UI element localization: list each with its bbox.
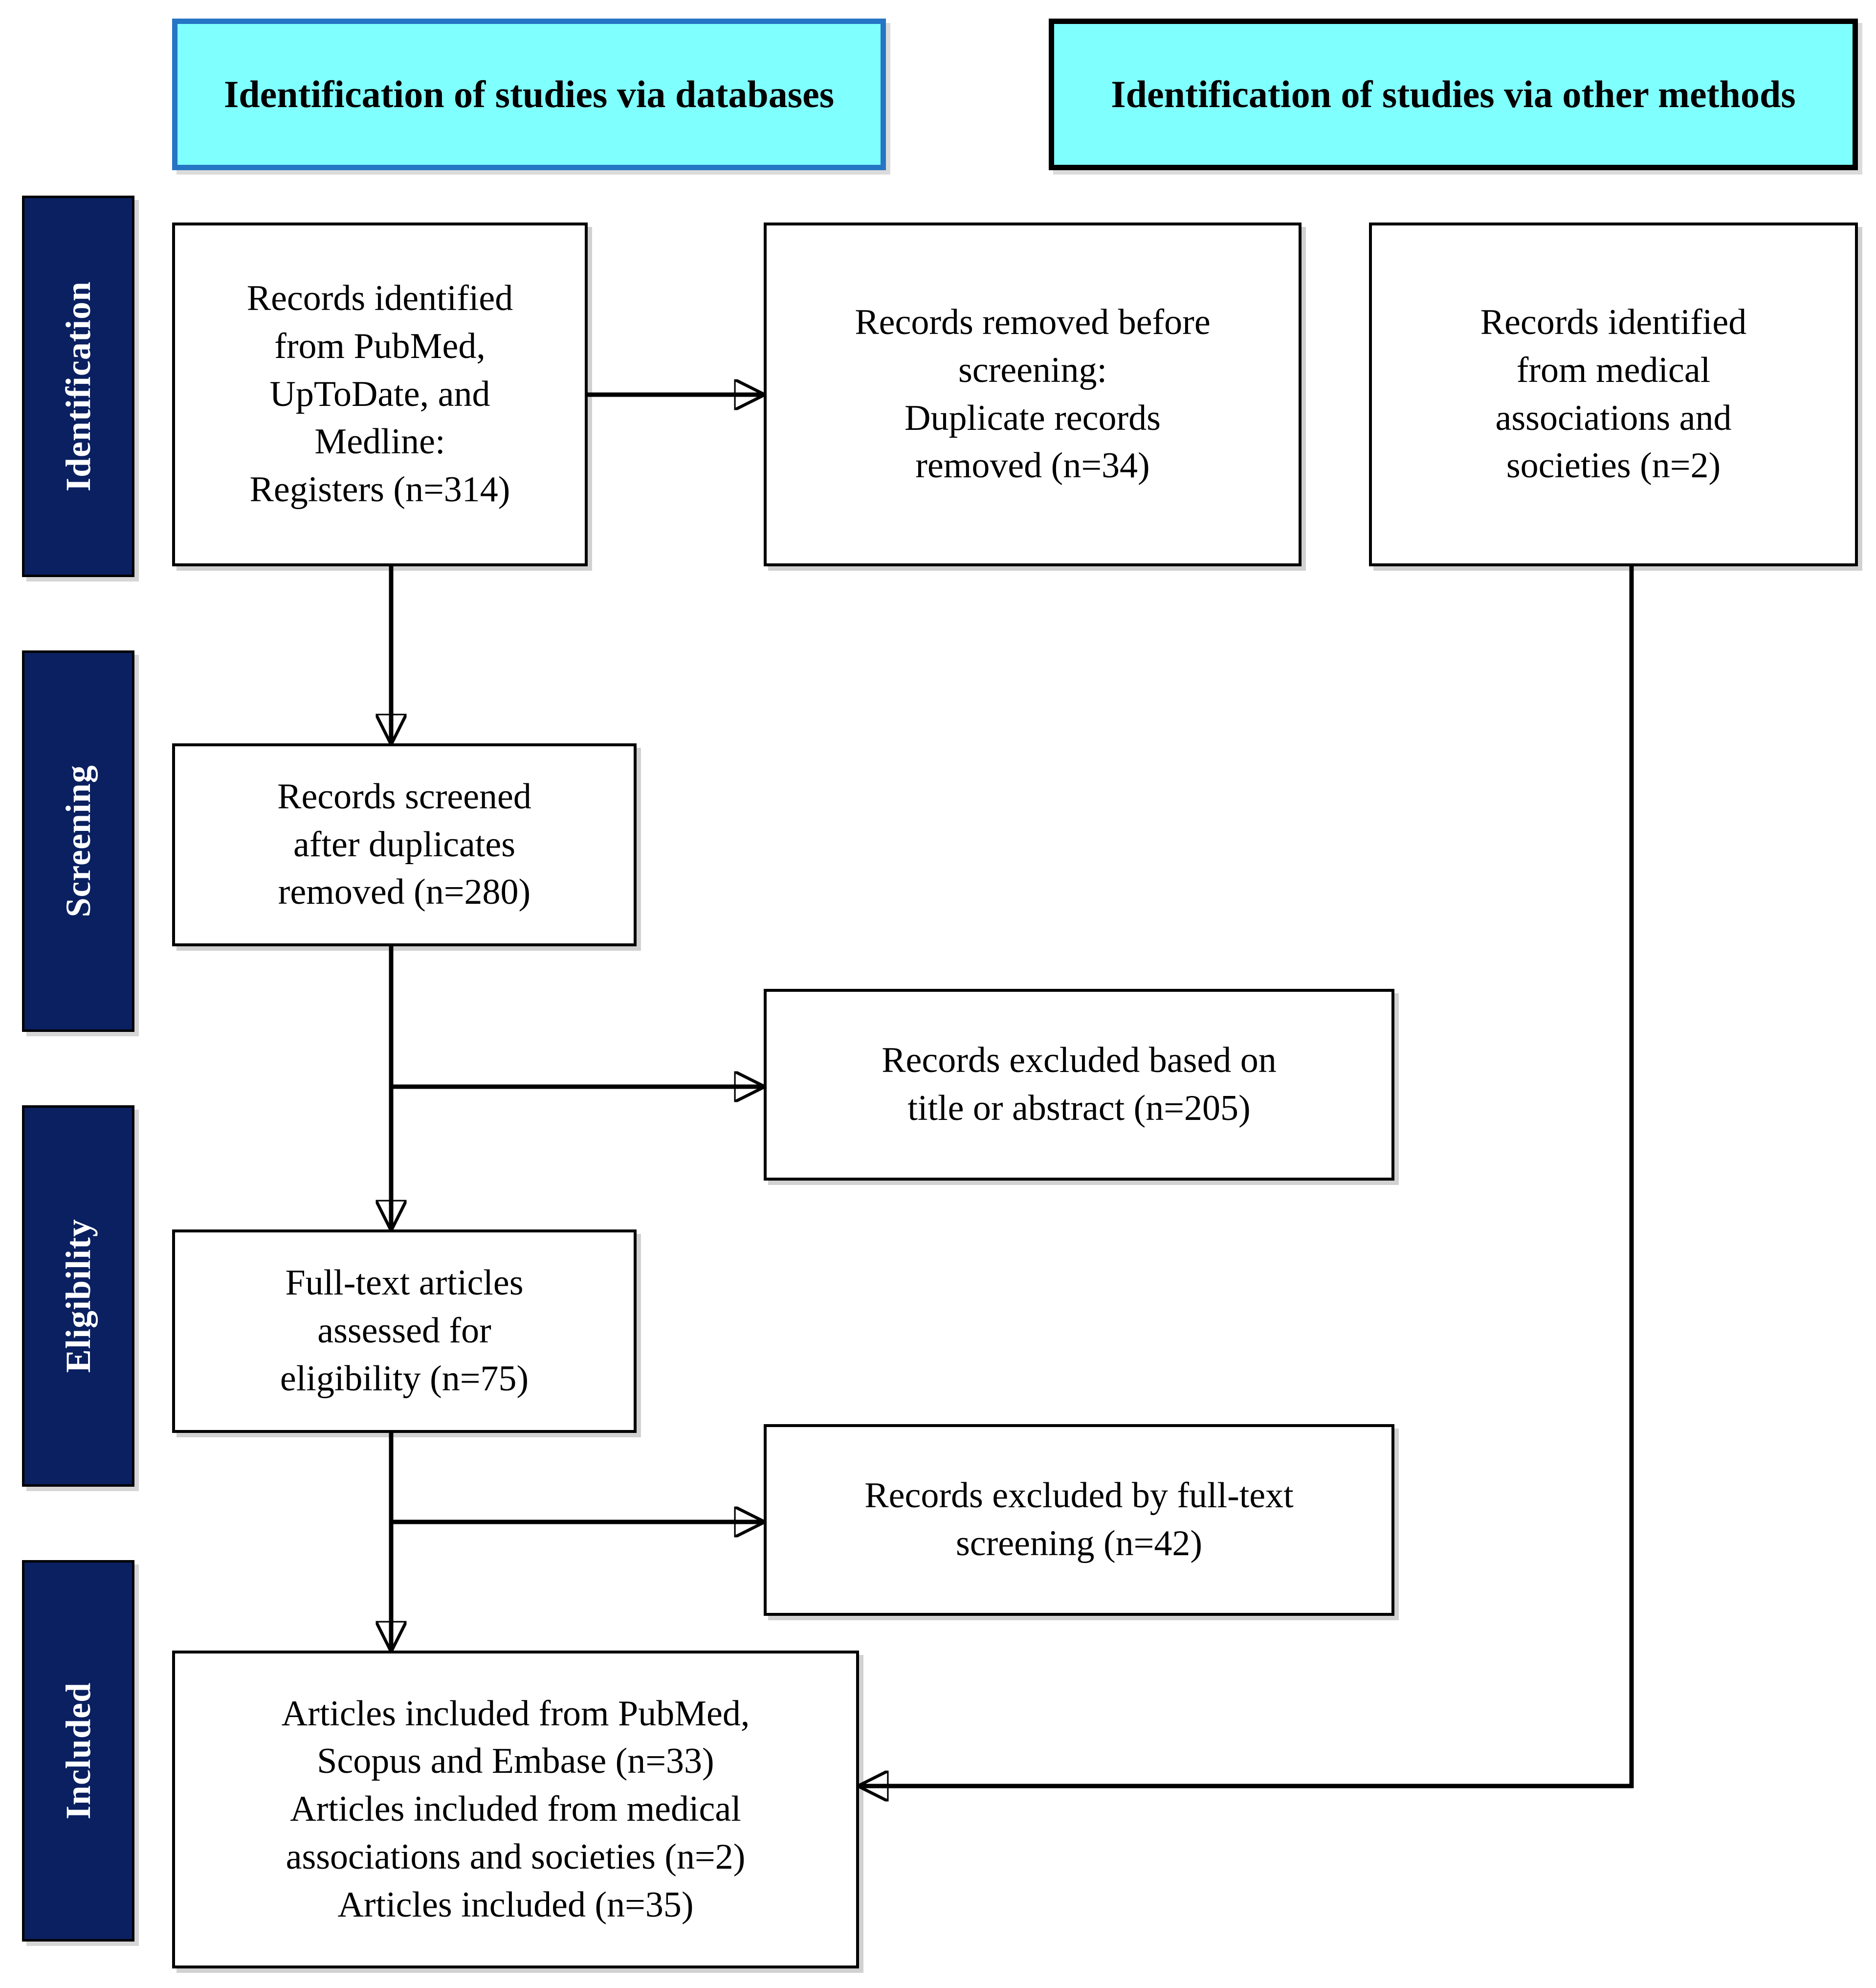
header-other-methods-label: Identification of studies via other meth… [1111,72,1796,115]
box-fulltext-articles-assessed: Full-text articles assessed for eligibil… [172,1229,637,1433]
box-records-screened: Records screened after duplicates remove… [172,743,637,946]
header-databases-label: Identification of studies via databases [223,72,835,115]
box-records-excluded-fulltext-text: Records excluded by full-text screening … [864,1475,1294,1564]
box-records-identified-other-methods-text: Records identified from medical associat… [1480,302,1747,486]
box-records-identified-databases-text: Records identified from PubMed, UpToDate… [246,278,513,510]
box-records-identified-other-methods: Records identified from medical associat… [1369,223,1858,566]
box-records-removed-before-screening-text: Records removed before screening: Duplic… [855,302,1211,486]
stage-label-screening: Screening [22,650,134,1032]
stage-label-identification: Identification [22,196,134,577]
connector-fulltext-to-excluded-and-included [391,1433,764,1651]
box-records-excluded-fulltext: Records excluded by full-text screening … [764,1424,1394,1616]
header-identification-databases: Identification of studies via databases [172,19,886,170]
stage-label-eligibility: Eligibility [22,1105,134,1487]
box-articles-included-text: Articles included from PubMed, Scopus an… [281,1693,750,1925]
box-records-screened-text: Records screened after duplicates remove… [277,776,531,913]
box-records-excluded-title-abstract-text: Records excluded based on title or abstr… [882,1040,1277,1128]
box-records-removed-before-screening: Records removed before screening: Duplic… [764,223,1302,566]
stage-label-screening-text: Screening [58,765,98,917]
header-identification-other-methods: Identification of studies via other meth… [1049,19,1858,170]
stage-label-identification-text: Identification [58,281,98,491]
box-articles-included: Articles included from PubMed, Scopus an… [172,1651,859,1968]
connector-screened-to-excluded-title [391,946,764,1229]
box-records-excluded-title-abstract: Records excluded based on title or abstr… [764,989,1394,1181]
box-fulltext-articles-assessed-text: Full-text articles assessed for eligibil… [280,1263,529,1399]
stage-label-included: Included [22,1560,134,1942]
stage-label-eligibility-text: Eligibility [58,1219,98,1373]
box-records-identified-databases: Records identified from PubMed, UpToDate… [172,223,588,566]
stage-label-included-text: Included [58,1682,98,1820]
